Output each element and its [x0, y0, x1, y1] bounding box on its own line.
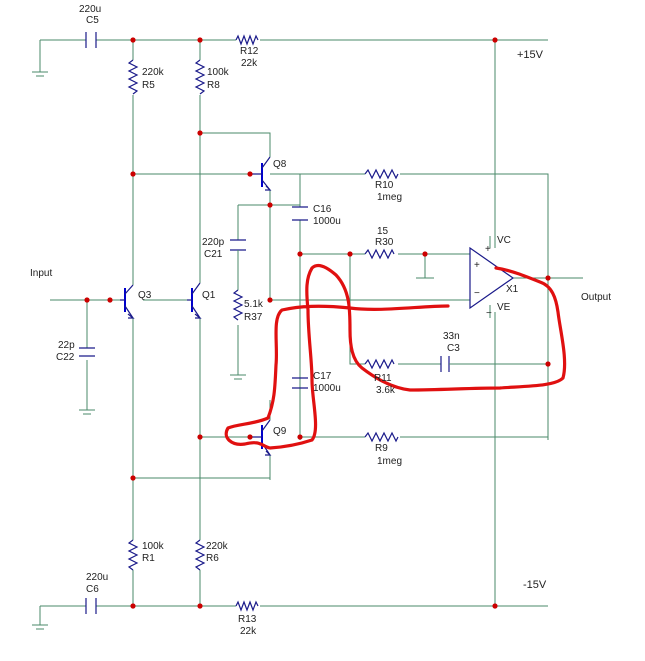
supply-negative-label: -15V — [523, 579, 547, 591]
component-labels: 220u C5 R12 22k +15V 220k R5 100k R8 Q8 … — [30, 4, 611, 637]
r6-value-label: 220k — [206, 541, 229, 552]
capacitor-c21 — [230, 239, 246, 258]
ground-symbols — [32, 71, 48, 630]
svg-text:+: + — [485, 244, 491, 255]
resistor-r8 — [194, 59, 206, 95]
resistor-r9 — [364, 431, 399, 443]
r11-value-label: 3.6k — [376, 385, 396, 396]
input-label: Input — [30, 268, 52, 279]
capacitor-c5 — [85, 32, 97, 48]
red-annotation-scribble — [224, 263, 567, 450]
q3-label: Q3 — [138, 290, 152, 301]
r8-value-label: 100k — [207, 67, 230, 78]
q9-label: Q9 — [273, 426, 287, 437]
c5-name-label: C5 — [86, 15, 99, 26]
capacitor-c3 — [440, 356, 458, 372]
capacitor-c6 — [85, 598, 97, 614]
c22-value-label: 22p — [58, 340, 75, 351]
resistor-r13 — [235, 600, 259, 612]
wires — [39, 39, 583, 625]
resistor-r12 — [235, 34, 259, 46]
c16-name-label: C16 — [313, 204, 332, 215]
c17-value-label: 1000u — [313, 383, 341, 394]
r10-value-label: 1meg — [377, 192, 402, 203]
resistor-r11 — [364, 358, 395, 370]
supply-positive-label: +15V — [517, 49, 544, 61]
capacitor-c22 — [79, 347, 95, 357]
r30-value-label: 15 — [377, 226, 389, 237]
r8-name-label: R8 — [207, 80, 220, 91]
capacitor-c16 — [292, 206, 308, 221]
r13-value-label: 22k — [240, 626, 257, 637]
svg-text:+: + — [474, 260, 480, 271]
resistor-r6 — [194, 539, 206, 571]
transistor-q1 — [187, 282, 202, 319]
q8-label: Q8 — [273, 159, 287, 170]
r11-name-label: R11 — [374, 373, 392, 384]
r1-name-label: R1 — [142, 553, 155, 564]
c21-value-label: 220p — [202, 237, 225, 248]
svg-text:−: − — [486, 308, 492, 319]
r37-value-label: 5.1k — [244, 299, 264, 310]
c6-name-label: C6 — [86, 584, 99, 595]
r9-name-label: R9 — [375, 443, 388, 454]
opamp-x1-label: X1 — [506, 284, 519, 295]
r5-value-label: 220k — [142, 67, 165, 78]
r30-name-label: R30 — [375, 237, 394, 248]
c16-value-label: 1000u — [313, 216, 341, 227]
output-label: Output — [581, 292, 611, 303]
r1-value-label: 100k — [142, 541, 165, 552]
c3-name-label: C3 — [447, 343, 460, 354]
c5-value-label: 220u — [79, 4, 101, 15]
opamp-vee-label: VE — [497, 302, 511, 313]
r10-name-label: R10 — [375, 180, 394, 191]
opamp-vcc-label: VC — [497, 235, 511, 246]
c22-name-label: C22 — [56, 352, 75, 363]
c3-value-label: 33n — [443, 331, 460, 342]
q1-label: Q1 — [202, 290, 216, 301]
r37-name-label: R37 — [244, 312, 263, 323]
resistor-r37 — [232, 289, 244, 321]
resistor-r1 — [127, 539, 139, 571]
r9-value-label: 1meg — [377, 456, 402, 467]
opamp-x1: + − + − — [469, 236, 515, 319]
c21-name-label: C21 — [204, 249, 223, 260]
resistor-r10 — [364, 168, 399, 180]
r13-name-label: R13 — [238, 614, 257, 625]
r6-name-label: R6 — [206, 553, 219, 564]
junction-dots — [84, 37, 551, 609]
r12-value-label: 22k — [241, 58, 258, 69]
transistor-q3 — [120, 284, 135, 319]
r5-name-label: R5 — [142, 80, 155, 91]
resistor-r30 — [364, 248, 395, 260]
transistor-q9 — [250, 419, 272, 456]
r12-name-label: R12 — [240, 46, 259, 57]
resistor-r5 — [127, 59, 139, 95]
capacitor-c17 — [292, 377, 308, 389]
c17-name-label: C17 — [313, 371, 332, 382]
transistor-q8 — [250, 156, 272, 191]
c6-value-label: 220u — [86, 572, 108, 583]
svg-text:−: − — [474, 288, 480, 299]
